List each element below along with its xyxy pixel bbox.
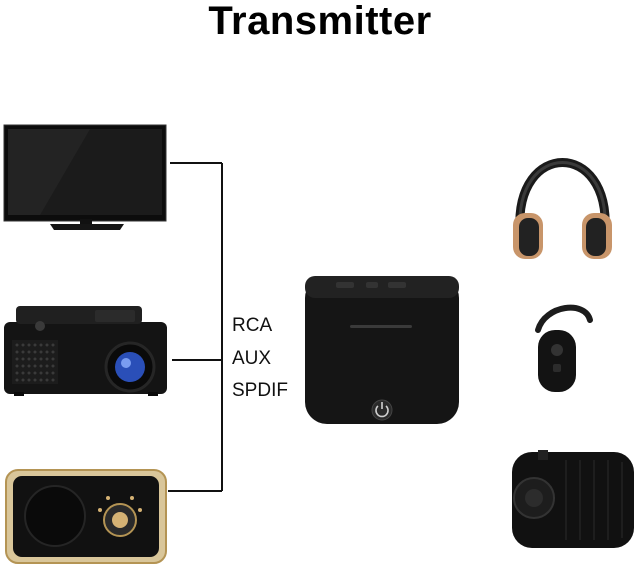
vent-hole bbox=[45, 343, 49, 347]
speaker-icon bbox=[5, 469, 167, 564]
vent-hole bbox=[33, 350, 37, 354]
portable-speaker-icon bbox=[512, 450, 634, 548]
vent-hole bbox=[21, 357, 25, 361]
projector-icon bbox=[4, 306, 167, 396]
vent-hole bbox=[27, 343, 31, 347]
vent-hole bbox=[21, 350, 25, 354]
tv-icon bbox=[3, 124, 167, 230]
transmitter-device bbox=[305, 276, 459, 424]
vent-hole bbox=[33, 343, 37, 347]
vent-hole bbox=[27, 371, 31, 375]
headphones-icon bbox=[513, 158, 612, 259]
vent-hole bbox=[27, 350, 31, 354]
vent-hole bbox=[15, 378, 19, 382]
connection-label-rca: RCA bbox=[232, 315, 273, 336]
vent-hole bbox=[51, 357, 55, 361]
vent-hole bbox=[27, 357, 31, 361]
vent-hole bbox=[45, 364, 49, 368]
vent-hole bbox=[15, 364, 19, 368]
vent-hole bbox=[39, 357, 43, 361]
vent-hole bbox=[21, 371, 25, 375]
vent-hole bbox=[27, 364, 31, 368]
vent-hole bbox=[51, 364, 55, 368]
vent-hole bbox=[33, 357, 37, 361]
vent-hole bbox=[45, 378, 49, 382]
vent-hole bbox=[21, 378, 25, 382]
diagram-title: Transmitter bbox=[208, 0, 432, 43]
power-icon[interactable] bbox=[371, 399, 393, 421]
vent-hole bbox=[39, 364, 43, 368]
vent-hole bbox=[21, 343, 25, 347]
vent-grille bbox=[12, 340, 58, 384]
vent-hole bbox=[15, 343, 19, 347]
connection-label-spdif: SPDIF bbox=[232, 380, 288, 401]
vent-hole bbox=[51, 378, 55, 382]
vent-hole bbox=[51, 350, 55, 354]
vent-hole bbox=[21, 364, 25, 368]
vent-hole bbox=[33, 371, 37, 375]
vent-hole bbox=[39, 350, 43, 354]
vent-hole bbox=[33, 378, 37, 382]
vent-hole bbox=[15, 357, 19, 361]
vent-hole bbox=[15, 371, 19, 375]
vent-hole bbox=[27, 378, 31, 382]
vent-hole bbox=[33, 364, 37, 368]
earpiece-icon bbox=[535, 304, 593, 392]
vent-hole bbox=[39, 371, 43, 375]
vent-hole bbox=[45, 357, 49, 361]
vent-hole bbox=[39, 378, 43, 382]
vent-hole bbox=[45, 371, 49, 375]
vent-hole bbox=[51, 371, 55, 375]
vent-hole bbox=[45, 350, 49, 354]
vent-hole bbox=[51, 343, 55, 347]
connection-bracket bbox=[168, 162, 223, 492]
connection-label-aux: AUX bbox=[232, 348, 272, 369]
vent-hole bbox=[15, 350, 19, 354]
vent-hole bbox=[39, 343, 43, 347]
